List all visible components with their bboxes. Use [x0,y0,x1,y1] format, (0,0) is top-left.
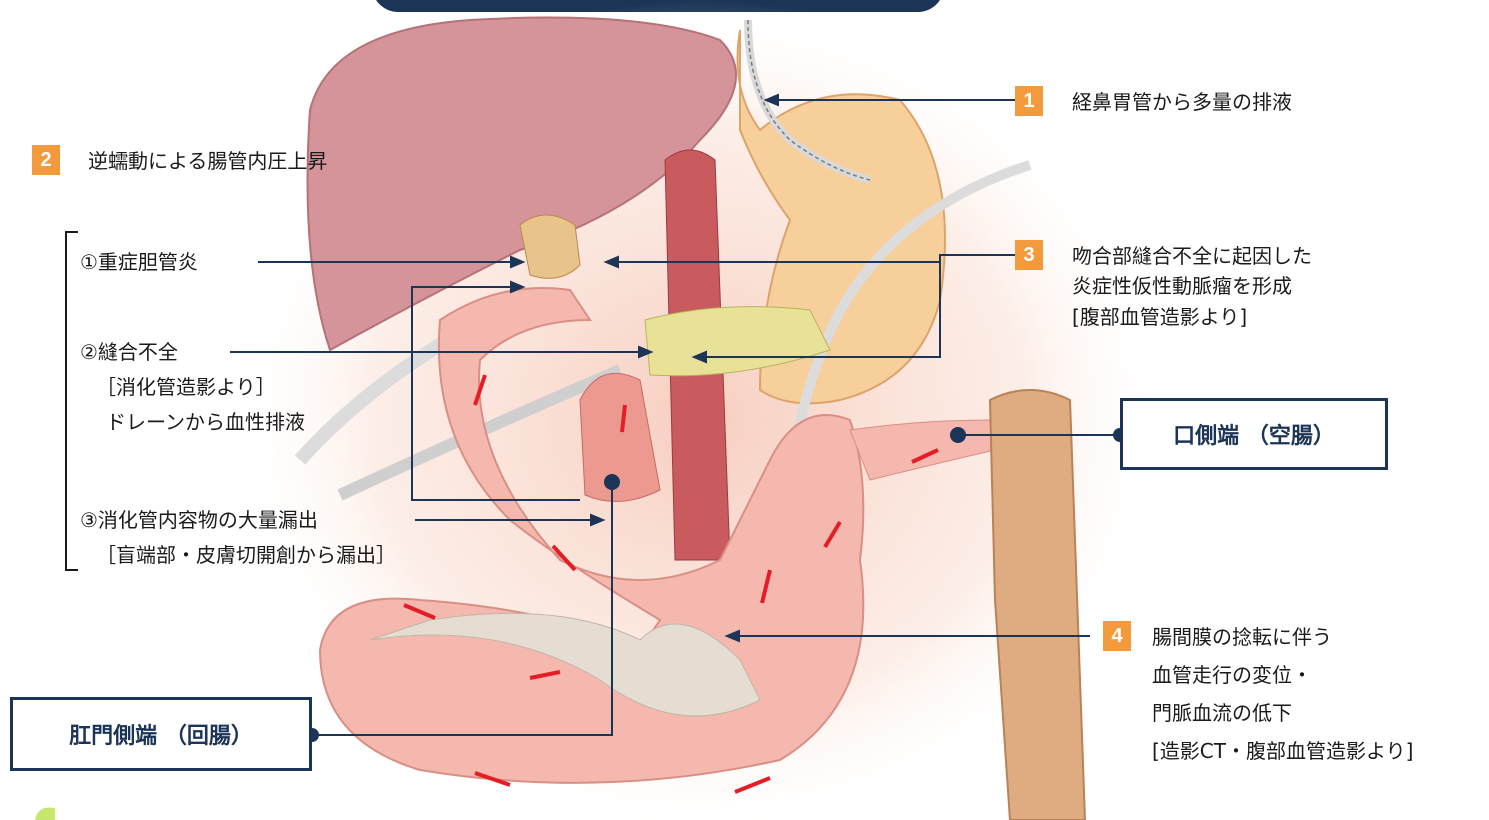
label-item2: 逆蠕動による腸管内圧上昇 [88,146,327,176]
label-item4-line2: 血管走行の変位・ [1152,660,1312,690]
label-sub2-line2: ［消化管造影より］ [96,372,276,402]
corner-leaf [35,808,55,820]
leader-anal-dot [605,475,619,489]
badge-4: 4 [1103,621,1131,651]
label-item3-line2: 炎症性仮性動脈瘤を形成 [1072,271,1292,301]
label-item3-line3: [腹部血管造影より] [1072,302,1247,332]
badge-3: 3 [1015,240,1043,270]
box-anal-end: 肛門側端 （回腸） [10,697,312,771]
label-sub2-line3: ドレーンから血性排液 [106,407,305,437]
label-item3-line1: 吻合部縫合不全に起因した [1072,241,1312,271]
badge-1: 1 [1015,86,1043,116]
label-sub1: ①重症胆管炎 [80,247,198,277]
bracket [66,232,78,570]
label-sub2: ②縫合不全 [80,337,178,367]
gallbladder [520,215,580,278]
label-item1: 経鼻胃管から多量の排液 [1072,87,1292,117]
label-item4-line1: 腸間膜の捻転に伴う [1152,622,1332,652]
leader-oral-dot [951,428,965,442]
label-sub3-line2: ［盲端部・皮膚切開創から漏出］ [96,540,396,570]
colon [990,390,1085,820]
label-item4-line4: [造影CT・腹部血管造影より] [1152,736,1413,766]
label-sub3: ③消化管内容物の大量漏出 [80,505,318,535]
badge-2: 2 [32,145,60,175]
box-oral-end: 口側端 （空腸） [1120,398,1388,470]
label-item4-line3: 門脈血流の低下 [1152,698,1292,728]
